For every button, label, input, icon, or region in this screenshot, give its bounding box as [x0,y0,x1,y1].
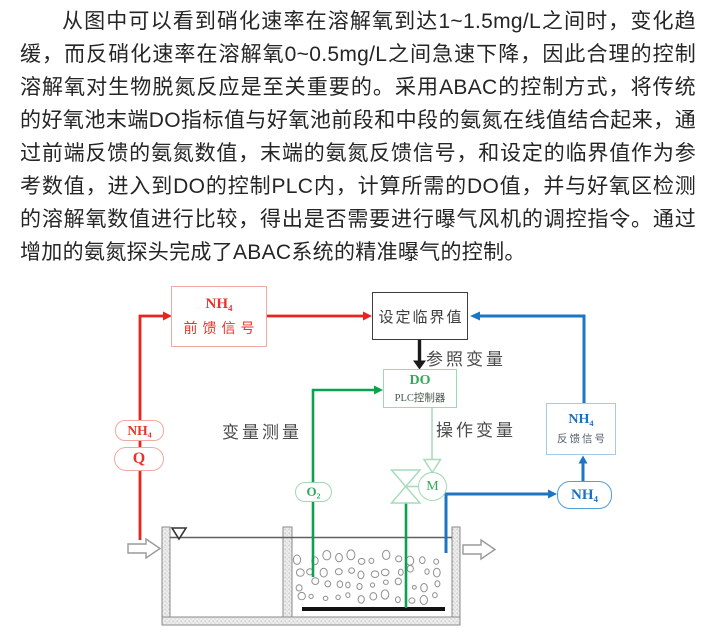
blue-arrowhead [548,489,557,499]
reference-variable-label: 参照变量 [426,350,506,369]
threshold-box-label: 设定临界值 [378,309,464,326]
feedback-signal-box: NH₄ 反馈信号 [546,403,616,455]
manipulated-variable-label: 操作变量 [436,421,516,440]
blue-feedback-line [444,314,586,553]
measured-variable-label: 变量测量 [222,423,302,442]
valve-icon [389,469,422,504]
nh4-inlet-sensor: NH₄ [115,420,164,441]
o2-sensor: O₂ [295,482,332,502]
outlet-arrow-icon [462,538,497,561]
nh4-outlet-sensor: NH₄ [557,481,612,509]
level-marker-icon [170,527,188,541]
feedforward-box-title: NH₄ [205,295,233,312]
aeration-bubbles [292,549,441,605]
threshold-setpoint-box: 设定临界值 [372,292,468,340]
inlet-arrow-icon [127,537,162,560]
do-box-title: DO [409,372,431,388]
reference-arrowhead [413,360,426,370]
feedforward-signal-box: NH₄ 前馈信号 [171,286,267,347]
tank [161,526,461,626]
feedback-box-title: NH₄ [568,412,594,427]
feedforward-box-label: 前馈信号 [183,321,260,337]
red-arrowhead [363,311,372,321]
feedback-box-label: 反馈信号 [557,434,607,445]
green-measurement-line [311,388,408,608]
blue-arrowhead [578,455,588,464]
do-box-label: PLC控制器 [394,392,446,404]
green-arrowhead [374,385,383,395]
do-plc-controller-box: DO PLC控制器 [383,369,457,408]
blue-arrowhead [470,311,480,321]
funnel-icon [422,458,442,474]
red-arrowhead [163,311,172,321]
body-paragraph: 从图中可以看到硝化速率在溶解氧到达1~1.5mg/L之间时，变化趋缓，而反硝化速… [20,10,696,264]
flow-sensor: Q [114,447,164,471]
actuator-line [405,408,433,488]
motor-icon: M [418,472,447,501]
